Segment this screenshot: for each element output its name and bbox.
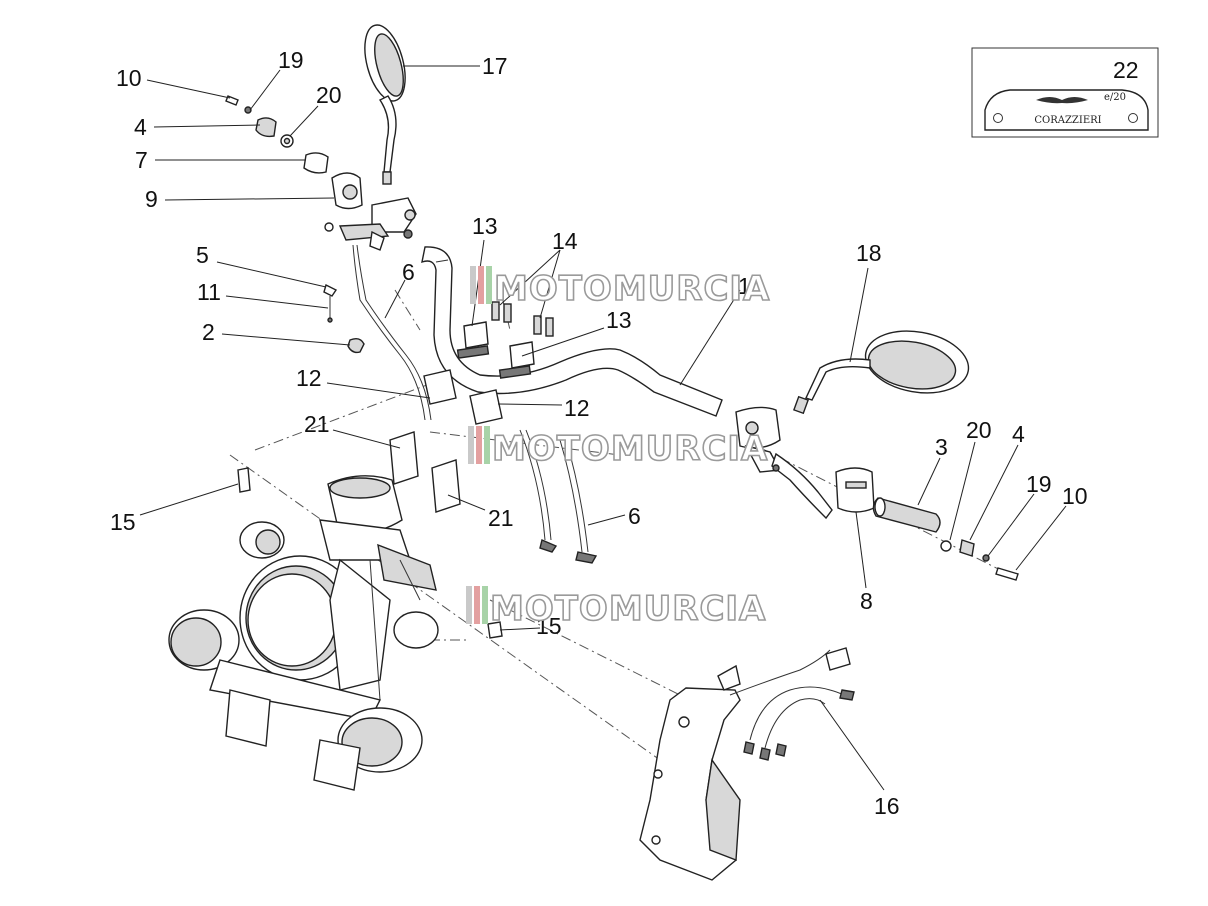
watermark-middle: MOTOMURCIA xyxy=(468,426,768,470)
watermark-text-top: MOTOMURCIA xyxy=(494,269,770,309)
left-small-parts xyxy=(225,95,363,232)
leader-lines xyxy=(139,65,1067,791)
callout-6-upper: 6 xyxy=(402,259,415,285)
right-switch-grip xyxy=(835,467,1019,581)
left-master-cylinder xyxy=(338,197,417,251)
callout-19-right: 19 xyxy=(1026,471,1052,497)
callout-20-right: 20 xyxy=(966,417,992,443)
callout-20-left: 20 xyxy=(316,82,342,108)
watermark-text-bottom: MOTOMURCIA xyxy=(490,589,766,629)
cables xyxy=(323,244,598,564)
callout-22: 22 xyxy=(1113,57,1139,83)
callout-13-right: 13 xyxy=(606,307,632,333)
watermark-top: MOTOMURCIA xyxy=(470,266,770,310)
callout-labels: 10 19 20 4 7 9 17 22 5 13 14 6 11 1 18 1… xyxy=(110,47,1139,819)
callout-7: 7 xyxy=(135,147,148,173)
callout-10-right: 10 xyxy=(1062,483,1088,509)
riser-clamps xyxy=(423,301,554,425)
callout-12-right: 12 xyxy=(564,395,590,421)
callout-15-lower: 15 xyxy=(536,613,562,639)
callout-3: 3 xyxy=(935,434,948,460)
corazzieri-decal-part: CORAZZIERI e/20 xyxy=(971,47,1159,138)
callout-9: 9 xyxy=(145,186,158,212)
callout-13-left: 13 xyxy=(472,213,498,239)
callout-6-lower: 6 xyxy=(628,503,641,529)
callout-21-lower: 21 xyxy=(488,505,514,531)
watermark-bottom: MOTOMURCIA xyxy=(466,586,766,630)
callout-18: 18 xyxy=(856,240,882,266)
fork-cover xyxy=(639,664,741,881)
watermark-text-middle: MOTOMURCIA xyxy=(492,429,768,469)
callout-21-upper: 21 xyxy=(304,411,330,437)
bolts-sleeves xyxy=(237,431,503,639)
callout-1: 1 xyxy=(738,273,751,299)
right-master-cylinder xyxy=(735,406,833,520)
callout-17: 17 xyxy=(482,53,508,79)
callout-12-left: 12 xyxy=(296,365,322,391)
callout-8: 8 xyxy=(860,588,873,614)
headlight-assembly xyxy=(168,475,439,791)
callout-4-left: 4 xyxy=(134,114,147,140)
decal-text: CORAZZIERI xyxy=(1034,115,1101,126)
callout-11: 11 xyxy=(197,279,221,305)
callout-10-left: 10 xyxy=(116,65,142,91)
callout-15-left: 15 xyxy=(110,509,136,535)
callout-2: 2 xyxy=(202,319,215,345)
left-mirror xyxy=(364,24,406,185)
callout-16: 16 xyxy=(874,793,900,819)
callout-5: 5 xyxy=(196,242,209,268)
decal-small-text: e/20 xyxy=(1104,92,1126,103)
callout-14: 14 xyxy=(552,228,578,254)
callout-19-left: 19 xyxy=(278,47,304,73)
callout-4-right: 4 xyxy=(1012,421,1025,447)
wiring-harness xyxy=(729,647,855,761)
right-mirror xyxy=(793,330,970,415)
